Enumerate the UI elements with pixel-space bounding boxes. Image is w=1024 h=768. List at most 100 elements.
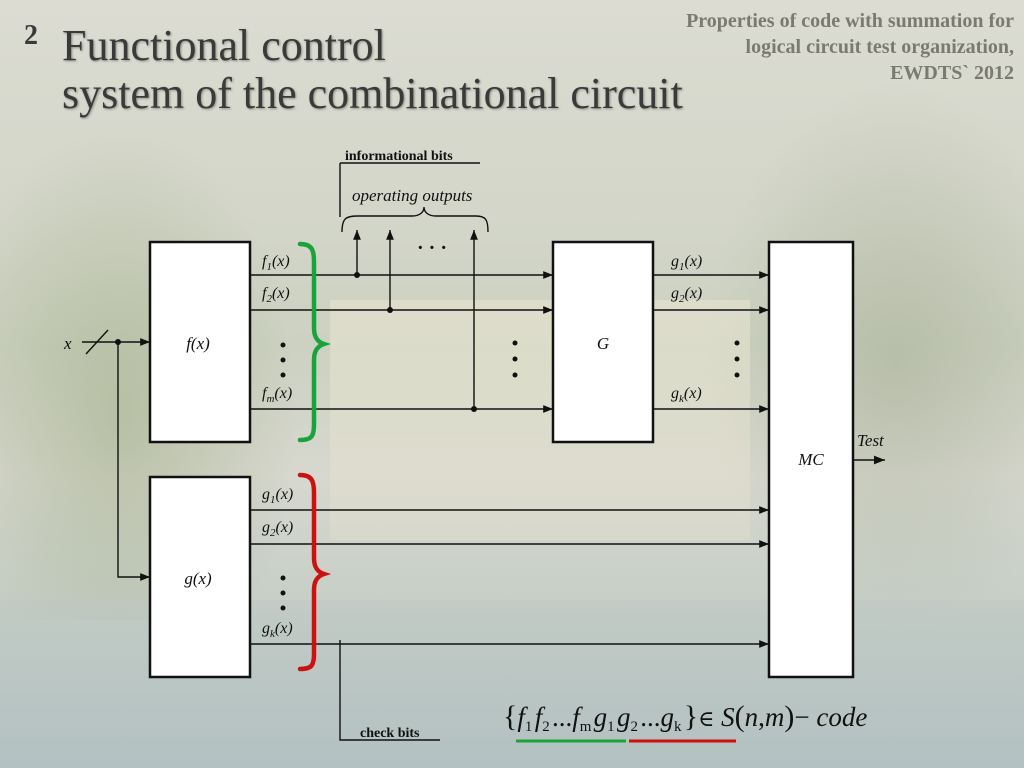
formula-close-brace: } xyxy=(684,700,698,733)
f1-label: f1(x) xyxy=(262,253,290,273)
fm-base: f xyxy=(262,385,269,402)
block-g-label: g(x) xyxy=(184,569,212,588)
formula-term-g2: g xyxy=(617,702,631,732)
input-bus-slash xyxy=(85,329,109,355)
f-ellipsis-dot xyxy=(280,357,286,363)
conference-caption-line-2: logical circuit test organization, xyxy=(745,36,1014,58)
g2-check-base: g xyxy=(262,519,270,536)
G-g2-label: g2(x) xyxy=(671,285,702,305)
g2-check-label: g2(x) xyxy=(262,519,293,539)
fm-junction xyxy=(471,406,477,412)
gk-check-label: gk(x) xyxy=(262,620,293,640)
f2-base: f xyxy=(262,285,269,302)
G-ellipsis-dot xyxy=(734,340,740,346)
block-G xyxy=(551,240,655,444)
formula-term-g1: g xyxy=(594,702,608,732)
operating-outputs-ellipsis: · · · xyxy=(417,237,447,259)
f2-junction xyxy=(387,307,393,313)
test-output-label: Test xyxy=(857,431,885,450)
G-ellipsis-dot xyxy=(734,372,740,378)
g-ellipsis-dot xyxy=(280,590,286,596)
slide-title: Functional control system of the combina… xyxy=(62,22,683,118)
G-g1-label: g1(x) xyxy=(671,253,702,273)
operating-outputs-brace xyxy=(341,206,489,233)
conference-caption-line-1: Properties of code with summation for xyxy=(686,10,1014,32)
fm-label: fm(x) xyxy=(262,385,292,405)
mid-ellipsis-dot xyxy=(512,340,518,346)
gk-check-argument: (x) xyxy=(275,620,293,637)
G-gk-subscript: k xyxy=(679,393,685,405)
check-bits-brace xyxy=(297,472,332,672)
block-MC xyxy=(767,240,855,679)
formula-comma: , xyxy=(758,702,765,732)
f1-subscript: 1 xyxy=(266,261,272,273)
gk-check-base: g xyxy=(262,620,270,637)
slide-title-line-1: Functional control xyxy=(62,21,386,70)
check-bits-wiring xyxy=(250,506,769,648)
fm-argument: (x) xyxy=(274,385,292,402)
formula-term-gk: g xyxy=(660,702,674,732)
f1-argument: (x) xyxy=(272,253,290,270)
informational-bits-brace xyxy=(297,241,332,443)
formula-minus: − xyxy=(794,702,809,732)
formula-paren-close: ) xyxy=(784,700,794,733)
formula-element-of: ∈ xyxy=(698,706,714,731)
formula-subscript: 1 xyxy=(607,719,615,735)
formula-subscript: 1 xyxy=(525,719,533,735)
operating-outputs-label: operating outputs xyxy=(352,186,473,205)
g-ellipsis-dot xyxy=(280,575,286,581)
G-gk-argument: (x) xyxy=(684,385,702,402)
G-g1-argument: (x) xyxy=(685,253,703,270)
block-G-label: G xyxy=(597,334,609,353)
mid-ellipsis-dot xyxy=(512,356,518,362)
g-ellipsis-dot xyxy=(280,605,286,611)
f1-junction xyxy=(354,272,360,278)
g1-check-base: g xyxy=(262,486,270,503)
G-g2-subscript: 2 xyxy=(679,293,685,305)
g1-check-subscript: 1 xyxy=(270,494,276,506)
formula-subscript: m xyxy=(580,719,592,735)
background-building xyxy=(330,300,750,540)
f1-base: f xyxy=(262,253,269,270)
block-g xyxy=(148,475,252,679)
formula-open-brace: { xyxy=(503,700,517,733)
formula-term-fm: f xyxy=(572,702,583,732)
f-ellipsis-dot xyxy=(280,372,286,378)
formula-subscript: 2 xyxy=(542,719,550,735)
G-g1-base: g xyxy=(671,253,679,270)
input-wiring xyxy=(82,329,150,581)
slide-title-line-2: system of the combinational circuit xyxy=(62,69,683,118)
G-ellipsis-dot xyxy=(734,356,740,362)
formula-n: n xyxy=(745,702,759,732)
conference-caption: Properties of code with summation for lo… xyxy=(594,8,1014,86)
formula-m: m xyxy=(765,702,785,732)
formula-term-f2: f xyxy=(535,702,546,732)
block-f xyxy=(148,240,252,444)
block-f-label: f(x) xyxy=(186,334,210,353)
annotation-leader-lines xyxy=(339,162,489,741)
background-trees-right xyxy=(704,80,1024,640)
G-g2-argument: (x) xyxy=(685,285,703,302)
formula-subscript: 2 xyxy=(630,719,638,735)
input-to-g xyxy=(117,342,150,581)
formula-ellipsis: ... xyxy=(640,702,660,732)
fm-subscript: m xyxy=(266,393,274,405)
f2-label: f2(x) xyxy=(262,285,290,305)
g1-check-label: g1(x) xyxy=(262,486,293,506)
mid-ellipsis-dot xyxy=(512,372,518,378)
formula-paren-open: ( xyxy=(735,700,745,733)
informational-bits-label: informational bits xyxy=(345,149,453,164)
check-bits-label: check bits xyxy=(360,726,420,741)
g2-check-subscript: 2 xyxy=(270,527,276,539)
check-bits-leader xyxy=(339,640,440,741)
G-outputs-wiring xyxy=(653,271,769,413)
input-junction xyxy=(115,339,121,345)
gk-check-subscript: k xyxy=(270,628,276,640)
f-outputs-wiring xyxy=(250,230,553,413)
formula-term-f1: f xyxy=(517,702,528,732)
input-x-label: x xyxy=(63,334,72,353)
block-MC-label: MC xyxy=(797,450,824,469)
formula-S: S xyxy=(714,702,735,732)
conference-caption-line-3: EWDTS` 2012 xyxy=(890,62,1014,84)
